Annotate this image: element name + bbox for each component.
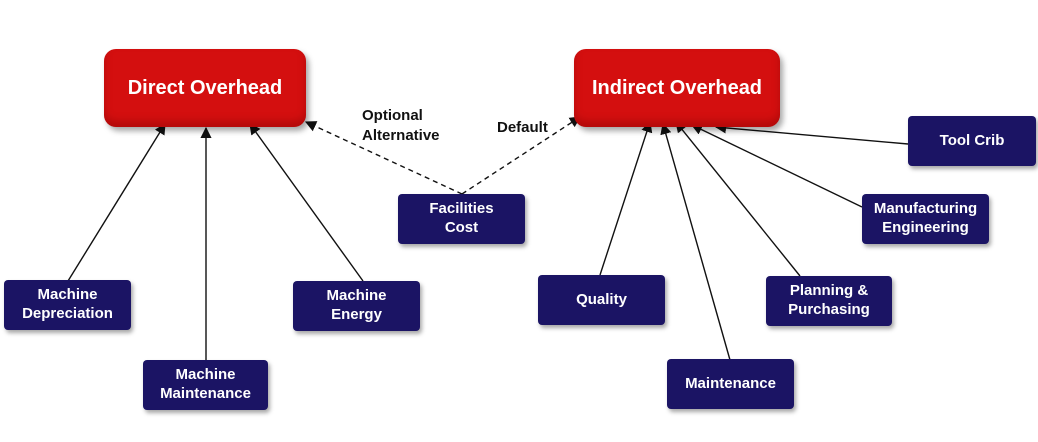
edge-facilities-to-direct-optional (304, 121, 463, 195)
machine-depreciation-label: Machine Depreciation (22, 286, 113, 322)
edge-quality-to-indirect (599, 120, 653, 276)
machine-energy-box: Machine Energy (293, 281, 420, 331)
machine-maintenance-label: Machine Maintenance (160, 366, 251, 402)
maintenance-label: Maintenance (685, 374, 776, 392)
edge-machine-energy-to-direct (249, 123, 364, 282)
quality-box: Quality (538, 275, 665, 325)
facilities-cost-label: Facilities Cost (429, 200, 494, 236)
default-label: Default (497, 119, 548, 136)
optional-alternative-label: Optional Alternative (362, 107, 440, 144)
machine-depreciation-box: Machine Depreciation (4, 280, 131, 330)
tool-crib-label: Tool Crib (939, 131, 1005, 149)
quality-label: Quality (576, 290, 627, 308)
edge-machine-depreciation-to-direct (67, 123, 166, 282)
machine-maintenance-box: Machine Maintenance (143, 360, 268, 410)
manufacturing-engineering-label: Manufacturing Engineering (873, 200, 978, 236)
direct-overhead-box: Direct Overhead (104, 49, 306, 127)
edge-facilities-to-indirect-default (461, 116, 581, 195)
indirect-overhead-box: Indirect Overhead (574, 49, 780, 127)
maintenance-box: Maintenance (667, 359, 794, 409)
direct-overhead-label: Direct Overhead (127, 76, 283, 99)
edge-maintenance-to-indirect (660, 122, 731, 361)
edge-tool-crib-to-indirect (714, 122, 909, 145)
manufacturing-engineering-box: Manufacturing Engineering (862, 194, 989, 244)
facilities-cost-box: Facilities Cost (398, 194, 525, 244)
planning-purchasing-label: Planning & Purchasing (788, 282, 870, 318)
indirect-overhead-label: Indirect Overhead (591, 76, 763, 99)
machine-energy-label: Machine Energy (326, 287, 387, 323)
tool-crib-box: Tool Crib (908, 116, 1036, 166)
planning-purchasing-box: Planning & Purchasing (766, 276, 892, 326)
edge-manufacturing-engineering-to-indirect (690, 124, 863, 208)
edge-planning-purchasing-to-indirect (675, 121, 801, 277)
